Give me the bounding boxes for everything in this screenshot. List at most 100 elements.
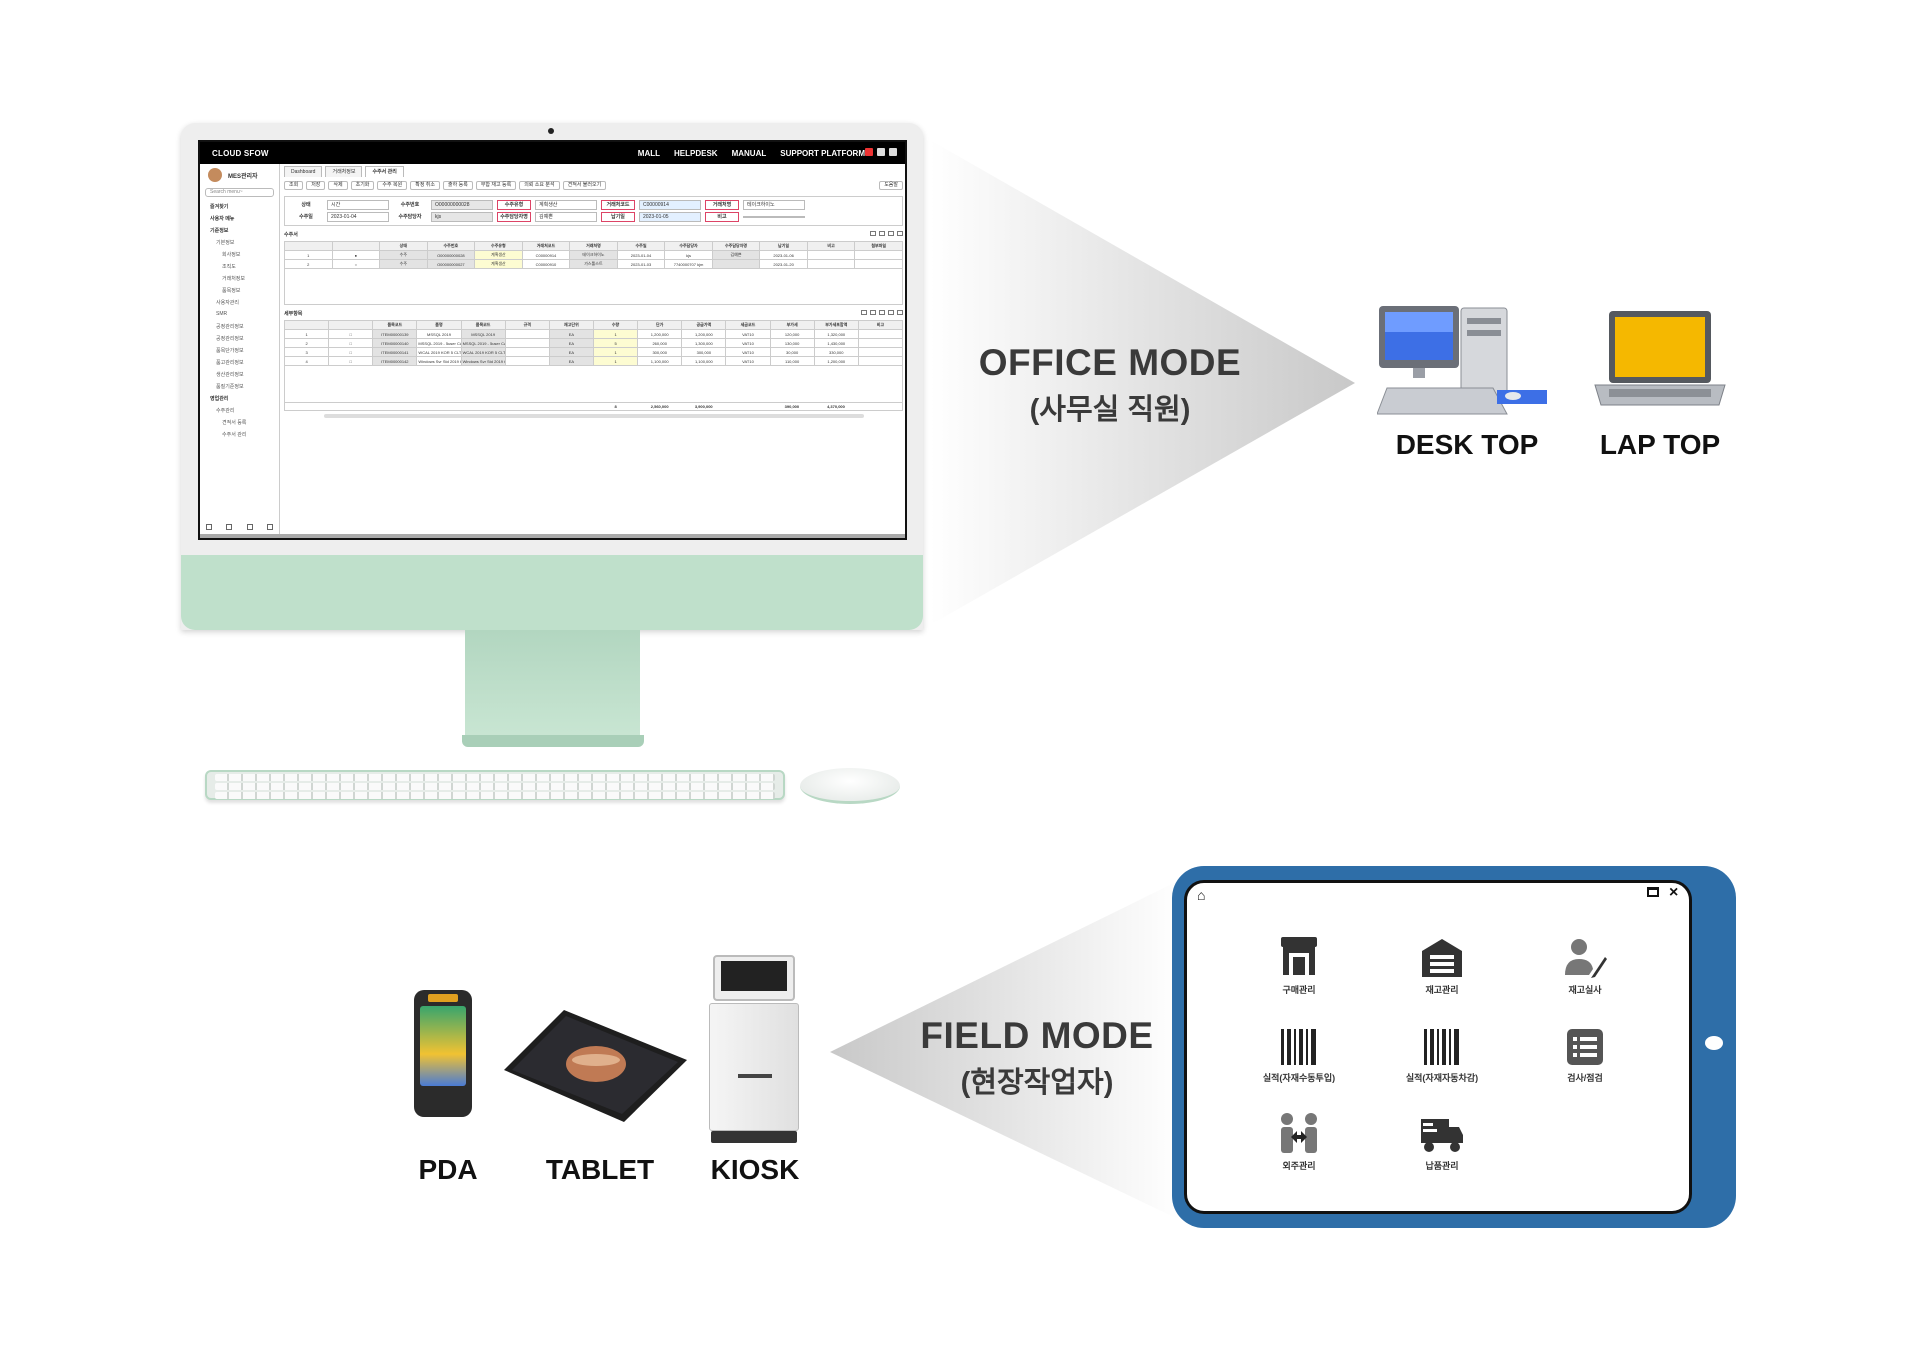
column-header[interactable]: 수주담당자: [664, 241, 713, 251]
column-header[interactable]: 부가세: [769, 320, 815, 330]
grid-ctrl-icon[interactable]: [861, 310, 867, 315]
column-header[interactable]: 비고: [857, 320, 904, 330]
column-header[interactable]: 거래처코드: [521, 241, 571, 251]
column-header[interactable]: 품목코드: [460, 320, 506, 330]
toolbar-button[interactable]: 의뢰 소요 분석: [519, 181, 560, 190]
column-header[interactable]: [284, 241, 333, 251]
field-menu-item[interactable]: 실적(자재수동투입): [1244, 1019, 1354, 1084]
settings-icon[interactable]: [897, 231, 903, 236]
tablet-home-button[interactable]: [1705, 1036, 1723, 1050]
column-header[interactable]: 수주번호: [426, 241, 476, 251]
toolbar-button[interactable]: 조회: [284, 181, 304, 190]
column-header[interactable]: [331, 241, 381, 251]
sidebar-item[interactable]: SMR: [216, 311, 228, 317]
column-header[interactable]: 규격: [504, 320, 550, 330]
notification-icon[interactable]: [865, 148, 873, 156]
settings-icon[interactable]: [897, 310, 903, 315]
toolbar-button[interactable]: 확정 취소: [410, 181, 441, 190]
toolbar-button[interactable]: 삭제: [328, 181, 348, 190]
filter-field[interactable]: [743, 216, 805, 218]
nav-support-platform[interactable]: SUPPORT PLATFORM: [780, 149, 865, 158]
monitor-icon[interactable]: [1647, 887, 1659, 897]
column-header[interactable]: [283, 320, 330, 330]
filter-field[interactable]: 2023-01-05: [639, 212, 701, 222]
toolbar-button[interactable]: 수주 복원: [377, 181, 408, 190]
nav-manual[interactable]: MANUAL: [731, 149, 767, 158]
home-icon[interactable]: ⌂: [1197, 887, 1206, 903]
sidebar-item[interactable]: 견적서 등록: [222, 420, 247, 426]
app-logo[interactable]: CLOUD SFOW: [212, 149, 269, 158]
sidebar-item[interactable]: 거래처정보: [222, 276, 246, 282]
sidebar-item[interactable]: 조직도: [222, 264, 236, 270]
help-button[interactable]: 도움말: [879, 181, 903, 190]
sidebar-item[interactable]: 공정관리정보: [216, 336, 244, 342]
toolbar-button[interactable]: 부합 재고 등록: [475, 181, 517, 190]
nav-helpdesk[interactable]: HELPDESK: [674, 149, 718, 158]
menu-icon[interactable]: [206, 524, 212, 530]
grid-ctrl-icon[interactable]: [888, 310, 894, 315]
column-header[interactable]: 첨부파일: [854, 241, 903, 251]
horizontal-scrollbar[interactable]: [324, 414, 864, 418]
sidebar-item[interactable]: 사용자 메뉴: [210, 216, 235, 222]
sidebar-item[interactable]: 즐겨찾기: [210, 204, 229, 210]
sidebar-item[interactable]: 수주서 관리: [222, 432, 247, 438]
sidebar-item[interactable]: 생산관리정보: [216, 372, 244, 378]
field-menu-item[interactable]: 실적(자재자동차감): [1387, 1019, 1497, 1084]
filter-field[interactable]: 시간: [327, 200, 389, 210]
refresh-icon[interactable]: [226, 524, 233, 530]
column-header[interactable]: 비고: [806, 241, 856, 251]
toolbar-button[interactable]: 출하 등록: [443, 181, 473, 190]
logout-icon[interactable]: [266, 524, 273, 530]
column-header[interactable]: 거래처명: [569, 241, 618, 251]
close-icon[interactable]: ×: [1669, 884, 1679, 901]
sidebar-item[interactable]: 품고관리정보: [216, 360, 244, 366]
field-menu-item[interactable]: 납품관리: [1387, 1107, 1497, 1172]
grid-ctrl-icon[interactable]: [879, 231, 885, 236]
filter-field[interactable]: kjs: [431, 212, 493, 222]
sidebar-item[interactable]: 기준정보: [210, 228, 229, 234]
grid-ctrl-icon[interactable]: [888, 231, 894, 236]
filter-field[interactable]: 테이크하이노: [743, 200, 805, 210]
column-header[interactable]: 수주일: [616, 241, 666, 251]
sidebar-item[interactable]: 영업관리: [210, 396, 229, 402]
filter-field[interactable]: 계획생산: [535, 200, 597, 210]
toolbar-button[interactable]: 견적서 불러오기: [562, 181, 607, 190]
field-menu-item[interactable]: 재고관리: [1387, 931, 1497, 996]
tab-dashboard[interactable]: Dashboard: [284, 166, 323, 177]
column-header[interactable]: [328, 320, 374, 330]
sidebar-item[interactable]: 기본정보: [216, 240, 235, 246]
filter-field[interactable]: O00000000028: [431, 200, 493, 210]
column-header[interactable]: 세금코드: [725, 320, 771, 330]
field-menu-item[interactable]: 재고실사: [1530, 931, 1640, 996]
toolbar-button[interactable]: 저장: [306, 181, 326, 190]
pointer-icon[interactable]: [889, 148, 897, 156]
column-header[interactable]: 공급가액: [681, 320, 727, 330]
sidebar-item[interactable]: 품목정보: [222, 288, 241, 294]
sidebar-item[interactable]: 공정관리정보: [216, 324, 244, 330]
filter-field[interactable]: 김예쁜: [535, 212, 597, 222]
field-menu-item[interactable]: 검사/점검: [1530, 1019, 1640, 1084]
filter-field[interactable]: 2023-01-04: [327, 212, 389, 222]
tab-order-management[interactable]: 수주서 관리: [365, 166, 404, 177]
menu-search-input[interactable]: Search menu~: [205, 188, 274, 197]
field-menu-item[interactable]: 구매관리: [1244, 931, 1354, 996]
column-header[interactable]: 상태: [379, 241, 428, 251]
column-header[interactable]: 부가세포함액: [813, 320, 859, 330]
grid-ctrl-icon[interactable]: [870, 310, 876, 315]
message-icon[interactable]: [877, 148, 885, 156]
nav-mall[interactable]: MALL: [637, 149, 661, 158]
column-header[interactable]: 품명: [416, 320, 462, 330]
sidebar-item[interactable]: 사용자관리: [216, 300, 240, 306]
sidebar-item[interactable]: 수주관리: [216, 408, 235, 414]
tab-customer-info[interactable]: 거래처정보: [325, 166, 363, 177]
sidebar-item[interactable]: 품목단가정보: [216, 348, 244, 354]
filter-field[interactable]: C00000914: [639, 200, 701, 210]
sidebar-item[interactable]: 회사정보: [222, 252, 241, 258]
column-header[interactable]: 품목코드: [372, 320, 418, 330]
field-menu-item[interactable]: 외주관리: [1244, 1107, 1354, 1172]
